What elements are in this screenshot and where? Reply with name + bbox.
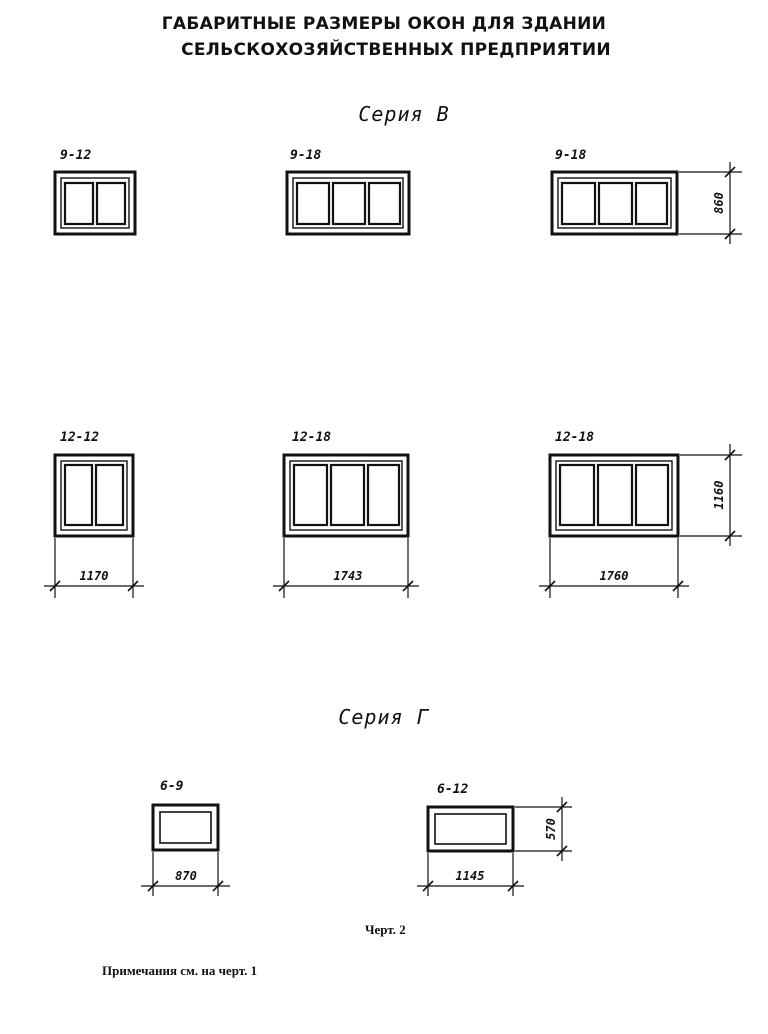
window-label: 6-9 [160,779,184,794]
dimension-label: 1170 [80,569,109,583]
title-line-2: СЕЛЬСКОХОЗЯЙСТВЕННЫХ ПРЕДПРИЯТИИ [181,40,611,60]
dimension-width-1145 [417,853,524,896]
dimension-width-1170 [44,538,144,598]
dimension-width-870 [141,852,230,896]
window-label: 9-18 [290,148,322,163]
figure-caption: Черт. 2 [365,922,406,937]
dimension-width-1760 [539,538,689,598]
series-g-heading: Серия Г [338,705,430,729]
window-9-18-b [550,170,679,236]
notes-reference: Примечания см. на черт. 1 [102,963,258,978]
window-6-12 [426,805,515,853]
window-9-12 [53,170,137,236]
window-12-18-b [548,453,680,538]
dimension-height-570 [515,797,572,861]
window-label: 6-12 [437,782,469,797]
dimension-height-1160 [680,444,742,546]
title-line-1: ГАБАРИТНЫЕ РАЗМЕРЫ ОКОН ДЛЯ ЗДАНИИ [161,14,607,34]
window-6-9 [151,803,220,852]
dimension-label: 860 [712,192,726,214]
window-12-18-a [282,453,410,538]
dimension-label: 1760 [600,569,629,583]
window-label: 9-18 [555,148,587,163]
dimension-height-860 [679,162,742,244]
dimension-label: 570 [544,818,558,840]
dimension-width-1743 [273,538,419,598]
window-label: 12-12 [60,430,100,445]
window-label: 9-12 [60,148,92,163]
dimension-label: 1145 [456,869,485,883]
series-v-heading: Серия В [358,102,450,126]
window-label: 12-18 [555,430,595,445]
window-12-12 [53,453,135,538]
dimension-label: 1160 [712,481,726,510]
dimension-label: 870 [175,869,197,883]
dimension-label: 1743 [334,569,363,583]
window-9-18-a [285,170,411,236]
window-label: 12-18 [292,430,332,445]
